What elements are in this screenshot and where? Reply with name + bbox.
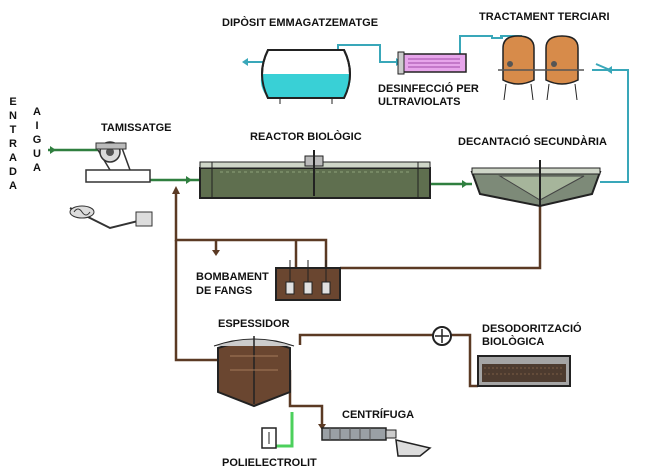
reactor-label: REACTOR BIOLÒGIC: [250, 130, 362, 143]
reactor-tank: [199, 150, 431, 199]
tertiary-filters: [498, 35, 584, 101]
tractament-label: TRACTAMENT TERCIARI: [479, 11, 610, 23]
desodoritzacio-label-line1: DESODORITZACIÓ: [482, 322, 582, 335]
centrifuge: [321, 427, 432, 457]
bombament-label-line1: BOMBAMENT: [196, 271, 269, 283]
polielectrolit-tank: [261, 427, 277, 449]
thickener-tank: [213, 336, 295, 408]
storage-tank: [260, 49, 351, 104]
tamissatge-screen: [85, 141, 151, 183]
espessidor-label: ESPESSIDOR: [218, 318, 290, 330]
polielectrolit-label: POLIELECTROLIT: [222, 457, 317, 469]
fan-icon: [432, 326, 452, 346]
uv-disinfection-unit: [397, 51, 467, 75]
sludge-pump-pit: [275, 260, 341, 301]
desinfeccio-label-line1: DESINFECCIÓ PER: [378, 82, 479, 95]
bombament-label-line2: DE FANGS: [196, 285, 252, 297]
biofilter: [477, 355, 571, 387]
entrada-vertical-label: ENTRADA AIGUA: [7, 96, 43, 194]
centrifuga-label: CENTRÍFUGA: [342, 408, 414, 421]
sludge-pipe: [174, 190, 542, 426]
desodoritzacio-label-line2: BIOLÒGICA: [482, 335, 544, 348]
screw-conveyor: [69, 205, 153, 230]
polielectrolit-pipe: [276, 412, 294, 448]
desinfeccio-label-line2: ULTRAVIOLATS: [378, 96, 461, 108]
secondary-clarifier: [470, 160, 602, 208]
tamissatge-label: TAMISSATGE: [101, 122, 171, 134]
aigua-label: AIGUA: [31, 106, 43, 176]
diposit-label: DIPÒSIT EMMAGATZEMATGE: [222, 16, 378, 29]
sludge-arrows: [172, 186, 326, 430]
entrada-label: ENTRADA: [7, 96, 19, 194]
water-pipe-arrows: [50, 146, 468, 188]
decantacio-label: DECANTACIÓ SECUNDÀRIA: [458, 135, 607, 148]
